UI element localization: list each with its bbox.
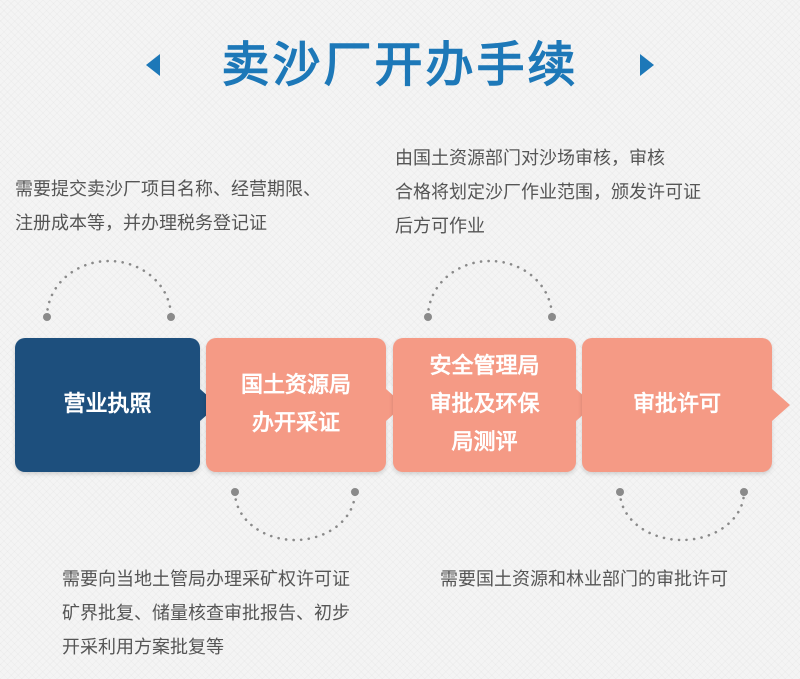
step3-description: 由国土资源部门对沙场审核，审核 合格将划定沙厂作业范围，颁发许可证 后方可作业 <box>395 142 701 244</box>
step-label: 审批许可 <box>632 392 721 417</box>
step-box-4: 审批许可 <box>582 338 772 472</box>
arc-end-dot <box>167 313 175 321</box>
step2-description: 需要向当地土管局办理采矿权许可证 矿界批复、储量核查审批报告、初步 开采利用方案… <box>62 563 350 665</box>
arc-end-dot <box>424 313 432 321</box>
step-label: 国土资源局 <box>240 373 351 398</box>
description-line: 后方可作业 <box>395 216 485 237</box>
step-label: 审批及环保 <box>429 392 540 417</box>
arc-end-dot <box>616 488 624 496</box>
step4-description: 需要国土资源和林业部门的审批许可 <box>440 563 728 597</box>
step-box-3: 安全管理局 审批及环保 局测评 <box>393 338 576 472</box>
description-line: 需要提交卖沙厂项目名称、经营期限、 <box>15 179 321 200</box>
description-line: 开采利用方案批复等 <box>62 637 224 658</box>
triangle-right-icon <box>640 54 654 76</box>
step-label: 营业执照 <box>63 392 152 417</box>
arc-end-dot <box>740 488 748 496</box>
description-line: 需要国土资源和林业部门的审批许可 <box>440 569 728 590</box>
step-label: 安全管理局 <box>429 354 540 379</box>
arc-end-dot <box>43 313 51 321</box>
arrow-right-icon <box>772 389 790 421</box>
triangle-left-icon <box>146 54 160 76</box>
arc-top-left <box>45 259 173 319</box>
step1-description: 需要提交卖沙厂项目名称、经营期限、 注册成本等，并办理税务登记证 <box>15 173 321 241</box>
arc-top-right <box>426 259 554 319</box>
title-area: 卖沙厂开办手续 <box>0 30 800 100</box>
arc-end-dot <box>548 313 556 321</box>
description-line: 注册成本等，并办理税务登记证 <box>15 213 267 234</box>
description-line: 由国土资源部门对沙场审核，审核 <box>395 148 665 169</box>
step-box-2: 国土资源局 办开采证 <box>206 338 386 472</box>
description-line: 需要向当地土管局办理采矿权许可证 <box>62 569 350 590</box>
step-label: 局测评 <box>451 430 518 455</box>
page-title: 卖沙厂开办手续 <box>221 37 579 93</box>
step-label: 办开采证 <box>251 411 340 436</box>
step-box-1: 营业执照 <box>15 338 200 472</box>
description-line: 矿界批复、储量核查审批报告、初步 <box>62 603 350 624</box>
arc-bottom-right <box>618 490 746 542</box>
arc-end-dot <box>231 488 239 496</box>
arc-bottom-left <box>233 490 357 542</box>
arc-end-dot <box>351 488 359 496</box>
description-line: 合格将划定沙厂作业范围，颁发许可证 <box>395 182 701 203</box>
